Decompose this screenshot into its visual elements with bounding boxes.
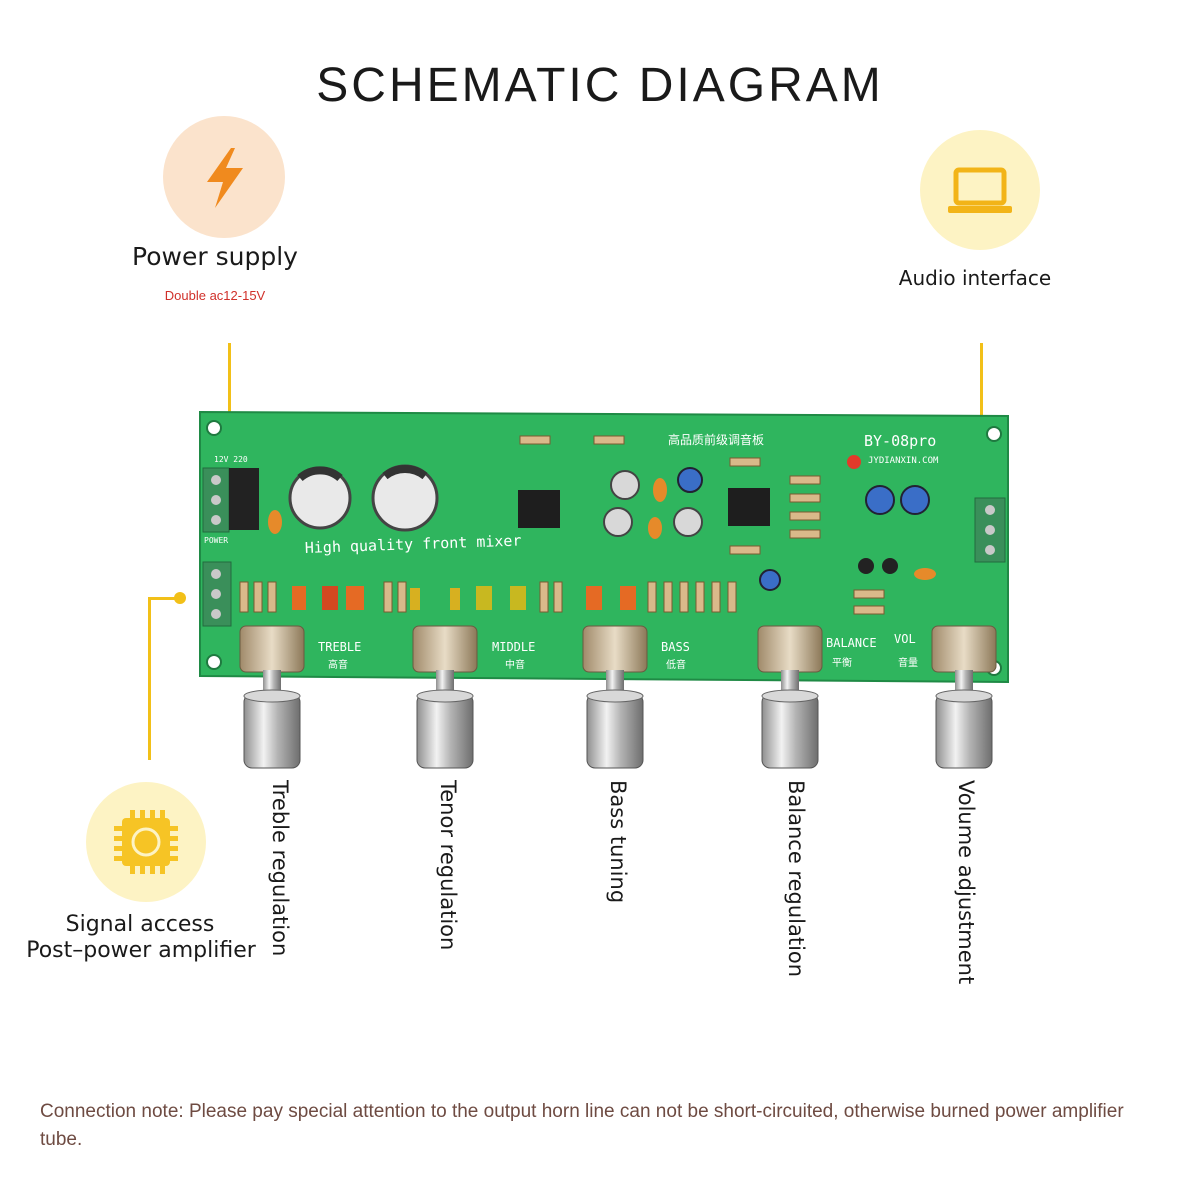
volume-adjustment-label: Volume adjustment xyxy=(954,780,978,985)
knob-treble[interactable] xyxy=(239,625,305,769)
chip-icon xyxy=(114,810,178,874)
knob-balance[interactable] xyxy=(757,625,823,769)
audio-interface-label: Audio interface xyxy=(898,266,1052,290)
board-voltage-mark: 12V 220 xyxy=(214,455,248,464)
board-chinese-title: 高品质前级调音板 xyxy=(668,432,764,447)
board-power-mark: POWER xyxy=(204,536,228,545)
lightning-bolt-icon xyxy=(207,148,243,208)
mark-balance-cn: 平衡 xyxy=(832,657,852,669)
bass-tuning-label: Bass tuning xyxy=(606,780,630,904)
signal-post-amp-label: Post–power amplifier xyxy=(26,938,256,963)
mark-balance-en: BALANCE xyxy=(826,636,877,650)
power-supply-label: Power supply xyxy=(132,242,298,271)
page-title: SCHEMATIC DIAGRAM xyxy=(316,59,884,112)
mark-bass-en: BASS xyxy=(661,640,690,654)
balance-regulation-label: Balance regulation xyxy=(784,780,808,978)
power-icon-circle xyxy=(163,116,285,238)
mark-treble-en: TREBLE xyxy=(318,640,361,654)
signal-access-label: Signal access xyxy=(65,912,215,937)
tenor-regulation-label: Tenor regulation xyxy=(436,780,460,951)
signal-icon-circle xyxy=(86,782,206,902)
connection-note: Connection note: Please pay special atte… xyxy=(40,1101,1124,1150)
laptop-icon xyxy=(948,167,1012,213)
signal-connector-vline xyxy=(148,597,151,760)
board-website: JYDIANXIN.COM xyxy=(868,456,939,466)
treble-regulation-label: Treble regulation xyxy=(268,780,292,957)
knob-volume[interactable] xyxy=(931,625,997,769)
power-supply-voltage: Double ac12-15V xyxy=(164,288,266,303)
mark-treble-cn: 高音 xyxy=(328,658,348,671)
signal-connector-hline xyxy=(148,597,178,600)
mark-bass-cn: 低音 xyxy=(666,658,686,671)
knob-bass[interactable] xyxy=(582,625,648,769)
mark-middle-cn: 中音 xyxy=(505,658,525,671)
signal-connector-dot xyxy=(174,592,186,604)
mark-middle-en: MIDDLE xyxy=(492,640,535,654)
knob-tenor[interactable] xyxy=(412,625,478,769)
mark-vol-cn: 音量 xyxy=(898,656,918,669)
mark-vol-en: VOL xyxy=(894,632,916,646)
board-model: BY-08pro xyxy=(864,432,936,450)
audio-icon-circle xyxy=(920,130,1040,250)
